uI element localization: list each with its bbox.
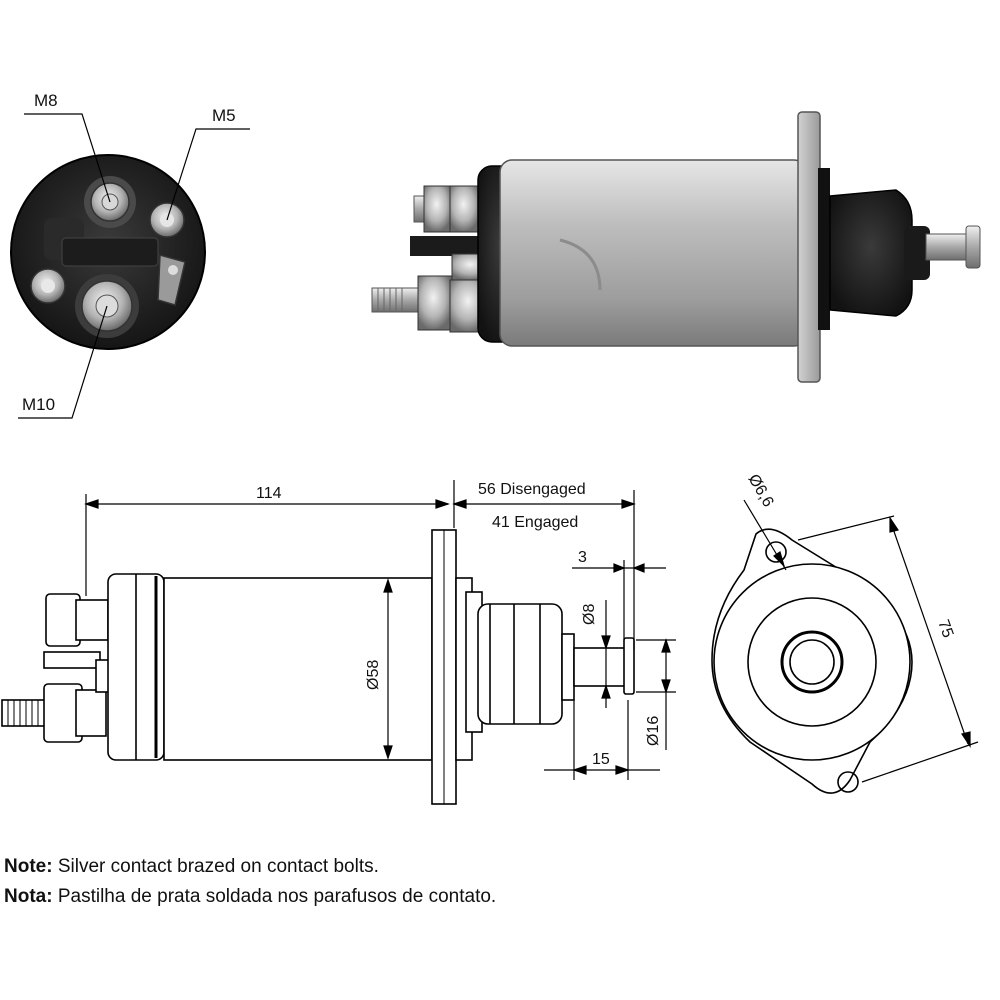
flange-dimension-lines [743, 499, 979, 783]
notes-block: Note: Silver contact brazed on contact b… [4, 852, 994, 912]
m5-label: M5 [212, 106, 236, 125]
dim-body-diameter: Ø58 [365, 660, 382, 690]
dim-engaged: 41 Engaged [492, 514, 578, 531]
m8-label: M8 [34, 91, 58, 110]
dim-plunger-diameter: Ø16 [645, 716, 662, 746]
flange-front-view [711, 528, 913, 794]
dim-disengaged: 56 Disengaged [478, 481, 586, 498]
note-english-key: Note: [4, 856, 53, 877]
small-terminal-left [30, 268, 66, 304]
terminal-callouts [18, 113, 250, 419]
note-portuguese-text: Pastilha de prata soldada nos parafusos … [52, 886, 497, 907]
note-portuguese: Nota: Pastilha de prata soldada nos para… [4, 882, 994, 912]
dim-rod-diameter: Ø8 [581, 604, 598, 625]
note-portuguese-key: Nota: [4, 886, 53, 907]
side-dimension-lines [84, 480, 676, 780]
note-english: Note: Silver contact brazed on contact b… [4, 852, 994, 882]
note-english-text: Silver contact brazed on contact bolts. [52, 856, 379, 877]
terminal-end-view [10, 154, 206, 350]
dim-hole-span: 75 [934, 618, 956, 641]
dim-length-114: 114 [256, 485, 282, 502]
dim-hole-diameter: Ø6,6 [745, 472, 777, 511]
m10-label: M10 [22, 395, 55, 414]
solenoid-technical-drawing: M8 M5 M10 [1, 91, 981, 805]
solenoid-side-drawing [1, 529, 635, 805]
dim-gap-3: 3 [578, 549, 587, 566]
solenoid-side-photo [371, 111, 981, 383]
dim-plunger-length: 15 [592, 751, 610, 768]
